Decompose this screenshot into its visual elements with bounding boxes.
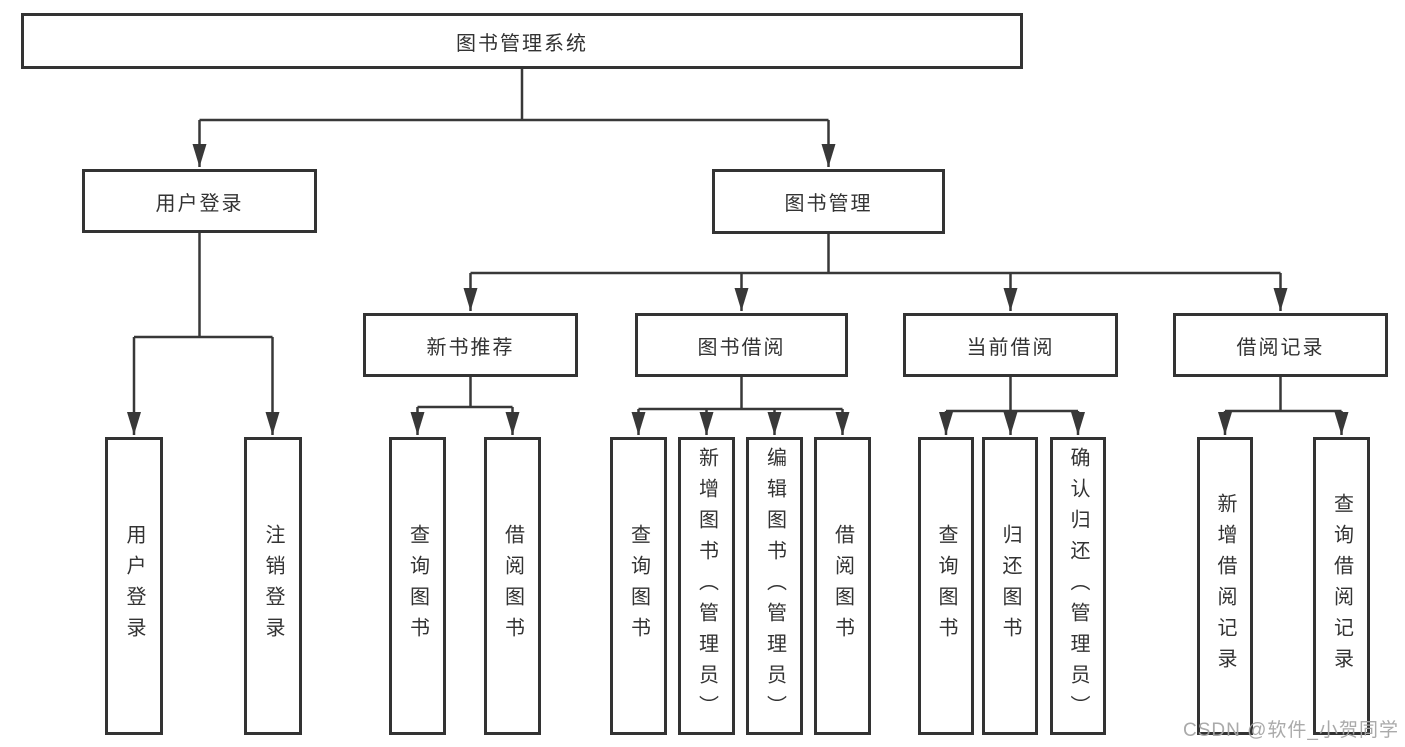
node-book-borrowing: 图书借阅 [635,313,848,377]
leaf-user-login: 用户登录 [105,437,163,735]
leaf-br-query-record-label: 查询借阅记录 [1330,493,1353,679]
leaf-bb-add-book-admin: 新增图书（管理员） [678,437,735,735]
node-new-book-recommend: 新书推荐 [363,313,578,377]
leaf-bb-query-books: 查询图书 [610,437,667,735]
node-root-system: 图书管理系统 [21,13,1023,69]
leaf-cb-query-books-label: 查询图书 [935,524,957,648]
csdn-watermark: CSDN @软件_小贺同学 [1183,720,1399,741]
leaf-logout-label: 注销登录 [262,524,284,648]
leaf-user-login-label: 用户登录 [123,524,145,648]
leaf-br-add-record-label: 新增借阅记录 [1214,493,1236,679]
node-borrowing-records: 借阅记录 [1173,313,1388,377]
leaf-bb-borrow-books: 借阅图书 [814,437,871,735]
leaf-bb-borrow-books-label: 借阅图书 [831,524,854,648]
leaf-rec-query-books: 查询图书 [389,437,446,735]
leaf-cb-return-book: 归还图书 [982,437,1038,735]
leaf-cb-query-books: 查询图书 [918,437,974,735]
leaf-rec-borrow-books: 借阅图书 [484,437,541,735]
leaf-bb-edit-book-admin-label: 编辑图书（管理员） [763,446,786,726]
leaf-rec-query-books-label: 查询图书 [406,524,429,648]
leaf-cb-confirm-return-admin-label: 确认归还（管理员） [1067,446,1089,726]
leaf-cb-confirm-return-admin: 确认归还（管理员） [1050,437,1106,735]
leaf-br-query-record: 查询借阅记录 [1313,437,1370,735]
leaf-bb-add-book-admin-label: 新增图书（管理员） [695,446,718,726]
node-book-management-module: 图书管理 [712,169,945,234]
leaf-cb-return-book-label: 归还图书 [999,524,1021,648]
leaf-bb-edit-book-admin: 编辑图书（管理员） [746,437,803,735]
leaf-bb-query-books-label: 查询图书 [627,524,650,648]
leaf-br-add-record: 新增借阅记录 [1197,437,1253,735]
leaf-rec-borrow-books-label: 借阅图书 [501,524,524,648]
node-user-login-module: 用户登录 [82,169,317,233]
node-current-borrowing: 当前借阅 [903,313,1118,377]
leaf-logout: 注销登录 [244,437,302,735]
